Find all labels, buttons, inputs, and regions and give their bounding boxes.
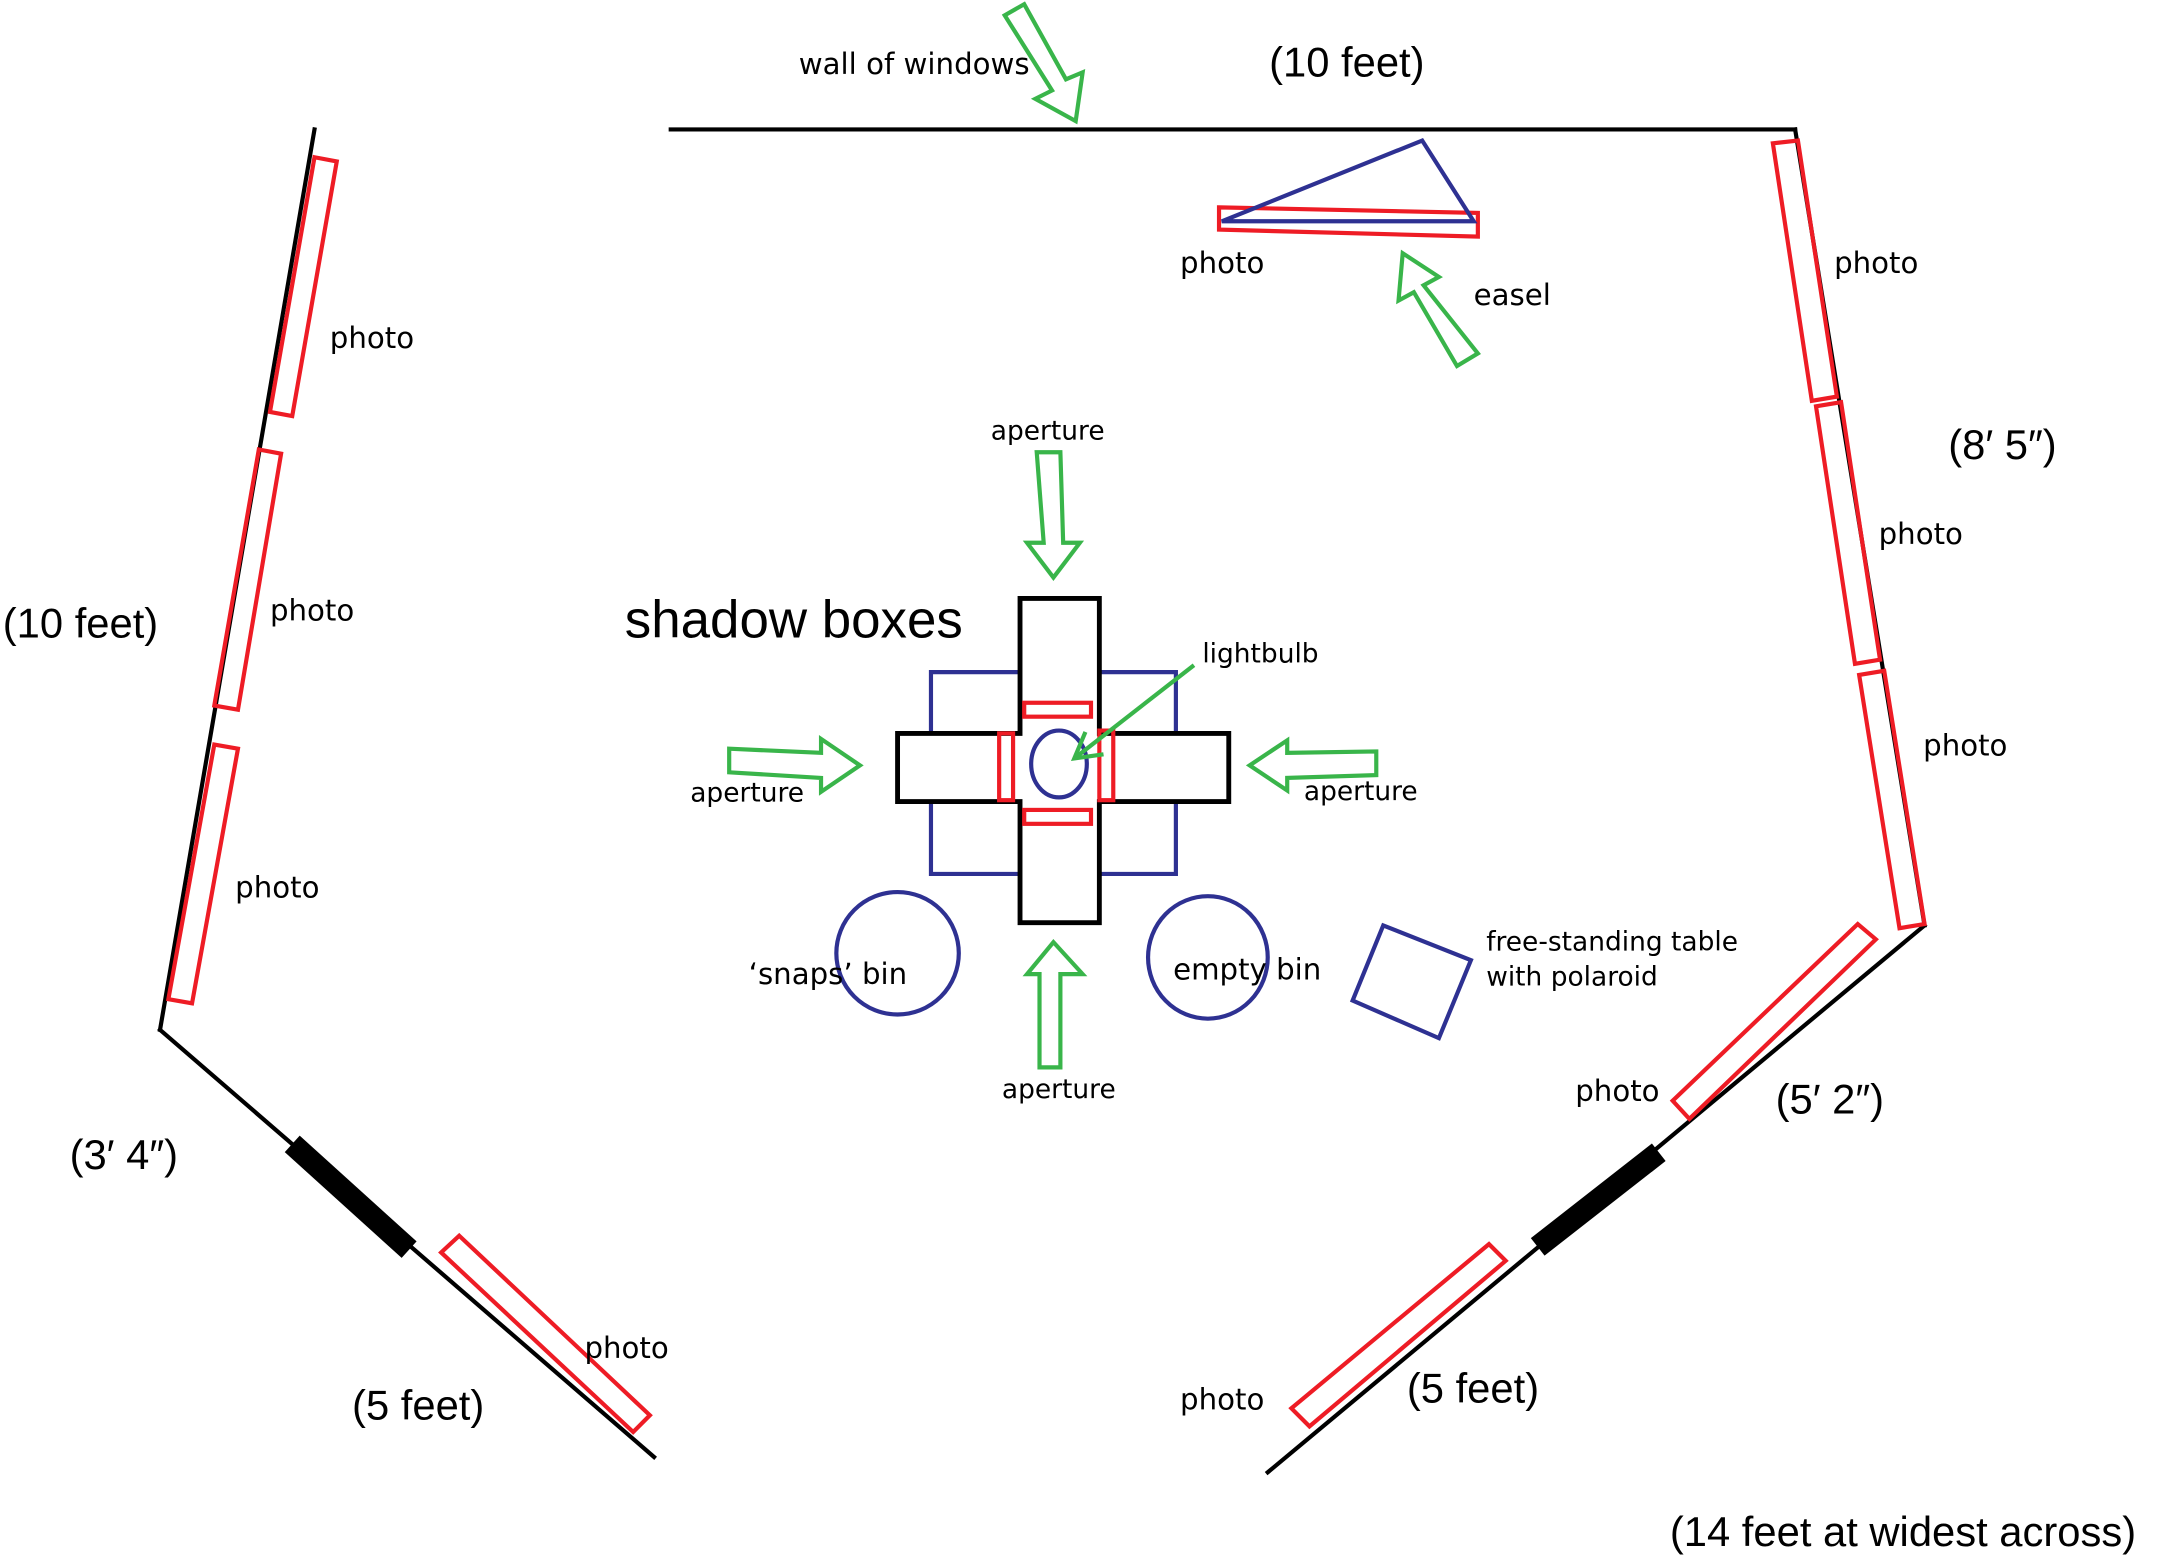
- shadow-boxes: [895, 595, 1232, 926]
- right-door: [1530, 1143, 1666, 1256]
- photo-frame-right-lower: [1669, 921, 1879, 1122]
- table-label-line2: with polaroid: [1486, 961, 1658, 992]
- snaps-bin-label: ‘snaps’ bin: [749, 957, 907, 991]
- aperture-top-arrow: [1022, 450, 1085, 581]
- empty-bin-label: empty bin: [1173, 953, 1321, 987]
- easel-label: easel: [1474, 278, 1551, 312]
- free-standing-table: [1349, 922, 1474, 1041]
- right-wall-dimension: (8′ 5″): [1948, 421, 2056, 468]
- left-wall-dimension: (10 feet): [3, 599, 158, 646]
- photo-frame-left-1: [267, 154, 340, 419]
- easel-photo-label: photo: [1180, 246, 1264, 280]
- left-photo-label-1: photo: [330, 321, 414, 355]
- snaps-bin: [834, 889, 961, 1017]
- empty-bin: [1145, 894, 1270, 1021]
- photo-slot-left: [997, 731, 1016, 803]
- photo-frame-left-2: [211, 447, 284, 713]
- right-bottom-photo-label: photo: [1180, 1383, 1264, 1417]
- photo-slot-top: [1022, 700, 1094, 719]
- aperture-right-arrow: [1245, 736, 1379, 795]
- wall-of-windows-arrow: [1001, 1, 1086, 125]
- photo-frame-right-3: [1856, 668, 1927, 931]
- left-bottom-wall-dimension: (5 feet): [352, 1381, 484, 1428]
- easel: [1221, 137, 1478, 224]
- left-photo-label-3: photo: [235, 871, 319, 905]
- right-photo-label-3: photo: [1923, 729, 2007, 763]
- right-bottom-wall-dimension: (5 feet): [1407, 1365, 1539, 1412]
- photo-frame-left-3: [165, 742, 241, 1006]
- right-photo-label-1: photo: [1834, 246, 1918, 280]
- aperture-right-label: aperture: [1304, 776, 1418, 807]
- aperture-left-label: aperture: [690, 778, 804, 809]
- photo-frame-right-bottom: [1288, 1241, 1509, 1430]
- top-wall-dimension: (10 feet): [1269, 39, 1424, 86]
- left-bottom-photo-label: photo: [584, 1331, 668, 1365]
- wall-of-windows-label: wall of windows: [799, 47, 1030, 81]
- photo-frame-right-2: [1813, 399, 1883, 667]
- photo-frame-left-bottom: [438, 1232, 653, 1435]
- photo-slot-right: [1097, 728, 1116, 803]
- widest-dimension: (14 feet at widest across): [1670, 1508, 2136, 1555]
- lightbulb-pointer-arrow: [1070, 663, 1196, 762]
- left-door: [284, 1135, 417, 1258]
- right-short-wall-dimension: (5′ 2″): [1776, 1075, 1884, 1122]
- aperture-bottom-arrow: [1022, 938, 1088, 1070]
- right-photo-label-2: photo: [1879, 517, 1963, 551]
- shadow-box-frame-tl: [928, 670, 1021, 734]
- left-photo-label-2: photo: [270, 594, 354, 628]
- shadow-boxes-title: shadow boxes: [625, 590, 963, 649]
- table-label-line1: free-standing table: [1486, 926, 1738, 957]
- shadow-box-frame-bl: [928, 801, 1021, 877]
- photo-frame-easel: [1216, 205, 1480, 239]
- aperture-top-label: aperture: [991, 416, 1105, 447]
- photo-frame-right-1: [1770, 138, 1840, 404]
- right-lower-photo-label: photo: [1575, 1074, 1659, 1108]
- easel-arrow: [1396, 249, 1481, 369]
- aperture-bottom-label: aperture: [1002, 1074, 1116, 1105]
- left-short-wall-dimension: (3′ 4″): [70, 1131, 178, 1178]
- lightbulb-label: lightbulb: [1202, 638, 1318, 669]
- shadow-box-frame-tr: [1099, 670, 1178, 734]
- shadow-box-frame-br: [1099, 801, 1178, 877]
- lightbulb: [1029, 728, 1089, 800]
- aperture-left-arrow: [727, 735, 864, 796]
- photo-slot-bottom: [1022, 807, 1094, 826]
